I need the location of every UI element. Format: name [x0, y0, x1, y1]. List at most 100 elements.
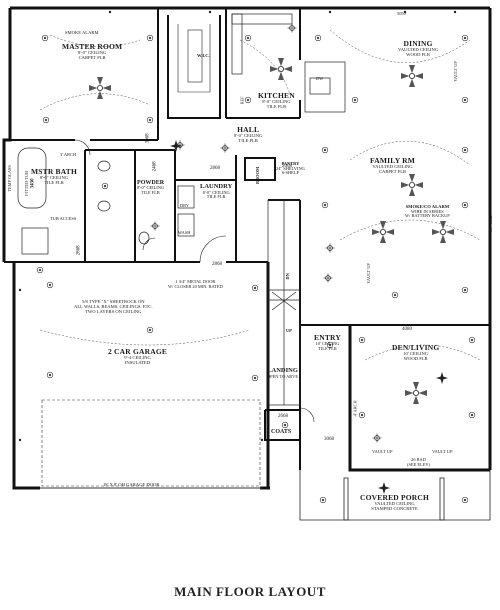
room-master-floor: CARPET FLR: [78, 54, 106, 60]
room-coats-name: COATS: [271, 429, 292, 435]
room-den-name: DEN/LIVING: [392, 343, 440, 352]
room-garage-insulated: INSULATED: [124, 359, 151, 365]
smoke-co-line2: W/ BATTERY BACKUP: [405, 213, 450, 219]
dryer-text: DRY: [180, 203, 190, 208]
room-garage-name: 2 CAR GARAGE: [108, 347, 168, 356]
room-hall-floor: TILE FLR: [238, 137, 258, 143]
room-porch-ceiling: VAULTED CEILING: [374, 500, 415, 506]
room-mstr-bath-ceiling: 8'-0" CEILING: [39, 174, 69, 180]
smoke-co-alarm-note: SMOKE/CO ALARM WIRE IN SERIES W/ BATTERY…: [405, 204, 450, 219]
tub-access-label: TUB ACCESS: [50, 208, 76, 225]
metal-door-line1: 1 3/4" METAL DOOR: [175, 279, 216, 284]
dim-4080: 4080: [402, 318, 412, 335]
arch-4-text: 4' ARCH: [352, 400, 358, 417]
garage-door-text: 18' X 8' OH GARAGE DOOR: [103, 482, 160, 487]
room-powder: POWDER 8'-0" CEILING TILE FLR: [137, 180, 164, 196]
dim-2868-laundry-text: 2868: [212, 262, 222, 267]
dim-2468-text: 2468: [152, 161, 158, 172]
rad-30-text: 30" RAD: [487, 215, 493, 232]
room-entry-floor: TILE FLR: [318, 345, 337, 351]
dim-2868-laundry: 2868: [212, 253, 222, 270]
sheetrock-note: 5/8 TYPE "X" SHEETROCK ON ALL WALLS, BEA…: [74, 299, 153, 314]
rad-30-label: 30" RAD: [480, 215, 497, 232]
sheetrock-line2: ALL WALLS, BEAMS, CEILINGS, ETC.: [74, 303, 153, 309]
room-mstr-bath: MSTR BATH 8'-0" CEILING TILE FLR: [31, 168, 77, 186]
room-garage-ceiling: 9'-4 CEILING: [124, 354, 151, 360]
metal-door-line2: W/ CLOSER 20 MIN. RATED: [168, 283, 223, 289]
smoke-co-title: SMOKE/CO ALARM: [405, 204, 450, 209]
stair-dn-label: DN: [277, 273, 294, 279]
dim-2068: 2068: [282, 155, 292, 172]
smoke-alarm-text: SMOKE ALARM: [65, 30, 99, 35]
room-entry-ceiling: 10' CEILING: [315, 340, 340, 346]
arch-3-label: 3' ARCH: [60, 144, 76, 161]
dim-2868-hall: 2868: [210, 157, 220, 174]
dw-text: DW: [316, 76, 324, 81]
vault-up-text-1: VAULT UP: [365, 263, 371, 284]
washer-label: WASH: [178, 222, 190, 239]
room-master-name: MASTER ROOM: [62, 42, 123, 51]
room-family-ceiling: VAULTED CEILING: [372, 163, 413, 169]
dim-5050: 5050: [397, 3, 406, 20]
dim-2868-bath: 2868: [68, 245, 85, 255]
room-landing: LANDING OPEN TO ABVE: [267, 367, 299, 379]
room-entry: ENTRY 10' CEILING TILE FLR: [314, 334, 341, 351]
dim-2668-text: 2668: [278, 414, 288, 419]
room-master-ceiling: 8'-0" CEILING: [77, 49, 107, 55]
room-laundry: LAUNDRY 8'-0" CEILING TILE FLR: [200, 183, 233, 200]
arch-4-label: 4' ARCH: [345, 400, 362, 416]
room-hall-ceiling: 8'-0" CEILING: [234, 132, 263, 138]
vault-up-text-4: VAULT UP: [432, 449, 453, 454]
room-powder-name: POWDER: [137, 180, 165, 186]
vault-up-text-2: VAULT UP: [452, 61, 458, 82]
room-landing-name: LANDING: [267, 367, 298, 374]
metal-door-note: 1 3/4" METAL DOOR W/ CLOSER 20 MIN. RATE…: [168, 279, 223, 289]
vault-up-label-1: VAULT UP: [358, 263, 375, 284]
room-dining-floor: WOOD FLR: [406, 51, 431, 57]
plan-title: MAIN FLOOR LAYOUT: [174, 584, 326, 599]
room-den-ceiling: 10' CEILING: [403, 350, 429, 356]
room-laundry-name: LAUNDRY: [200, 183, 233, 190]
room-pantry-shelving: 24" SHELVING: [276, 165, 305, 171]
dim-2468: 2468: [144, 161, 161, 171]
room-dining-name: DINING: [403, 39, 433, 48]
porch-rad-text: 26 RAD: [411, 457, 426, 462]
room-kitchen: KITCHEN 8'-0" CEILING TILE FLR: [258, 92, 295, 110]
dim-2868-bath-text: 2868: [76, 245, 82, 256]
tub-dim-label: 3430: [22, 178, 39, 188]
dim-5050-text: 5050: [397, 11, 406, 16]
room-family: FAMILY RM VAULTED CEILING CARPET FLR: [370, 157, 415, 175]
room-kitchen-ceiling: 8'-0" CEILING: [262, 98, 291, 104]
tub-dim-text: 3430: [30, 178, 36, 189]
room-family-name: FAMILY RM: [370, 156, 416, 165]
vault-up-text-3: VAULT UP: [372, 449, 393, 454]
temp-glass-label: TEMP GLASS: [0, 165, 16, 192]
room-den-floor: WOOD FLR: [403, 355, 428, 361]
sheetrock-line1: 5/8 TYPE "X" SHEETROCK ON: [81, 299, 145, 304]
room-powder-ceiling: 8'-0" CEILING: [137, 185, 165, 191]
ref-text: REF: [239, 96, 245, 105]
vault-up-label-3: VAULT UP: [372, 441, 393, 458]
room-porch-name: COVERED PORCH: [360, 493, 430, 502]
room-master: MASTER ROOM 8'-0" CEILING CARPET FLR: [62, 43, 122, 61]
dim-2668: 2668: [278, 405, 288, 422]
tub-access-text: TUB ACCESS: [50, 216, 77, 221]
sheetrock-line3: TWO LAYERS ON CEILING: [85, 308, 142, 314]
room-kitchen-floor: TILE FLR: [266, 103, 287, 109]
room-hall: HALL 8'-0" CEILING TILE FLR: [234, 126, 262, 144]
room-laundry-ceiling: 8'-0" CEILING: [202, 189, 230, 195]
room-powder-floor: TILE FLR: [141, 189, 160, 195]
room-wic-name: W.I.C.: [197, 53, 210, 58]
room-den: DEN/LIVING 10' CEILING WOOD FLR: [392, 344, 439, 362]
room-landing-open: OPEN TO ABVE: [267, 373, 299, 379]
room-wic: W.I.C.: [197, 53, 210, 59]
room-family-floor: CARPET FLR: [378, 168, 407, 174]
room-pantry-name: PANTRY: [281, 161, 300, 166]
dim-3068-entry: 3068: [324, 428, 334, 445]
porch-see-elev: (SEE ELEV): [407, 461, 431, 467]
porch-rad-label: 26 RAD (SEE ELEV): [407, 457, 431, 467]
room-hall-name: HALL: [237, 125, 260, 134]
dim-3068-hall: 3068: [137, 133, 154, 143]
dw-label: DW: [316, 68, 323, 85]
